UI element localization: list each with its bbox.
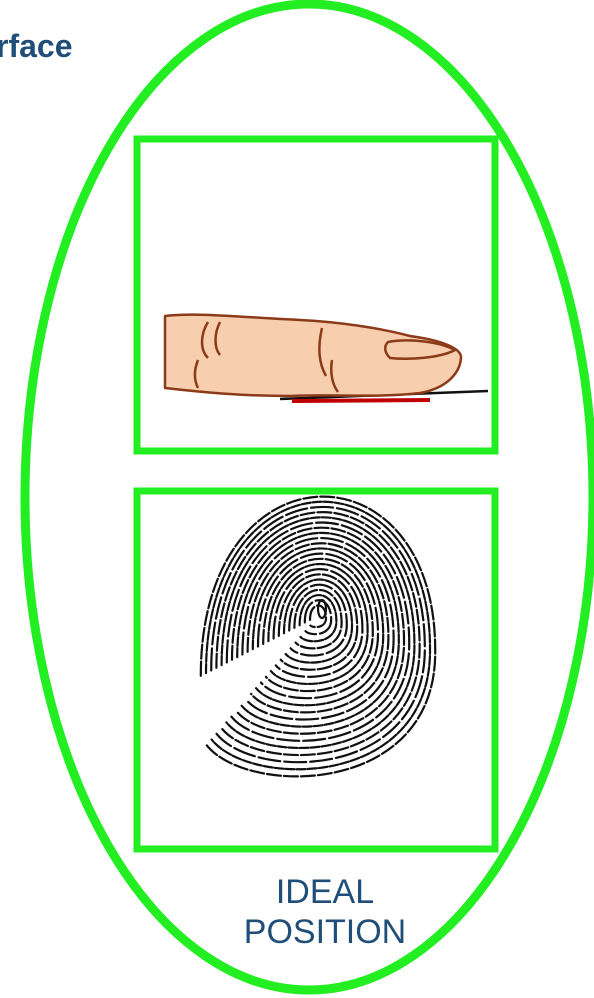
- finger-side-view-box: [137, 139, 495, 451]
- caption-line-2: POSITION: [220, 912, 430, 952]
- position-caption: IDEAL POSITION: [220, 872, 430, 952]
- caption-line-1: IDEAL: [220, 872, 430, 912]
- fingerprint-box: [137, 491, 495, 849]
- contact-area-mark: [292, 400, 430, 401]
